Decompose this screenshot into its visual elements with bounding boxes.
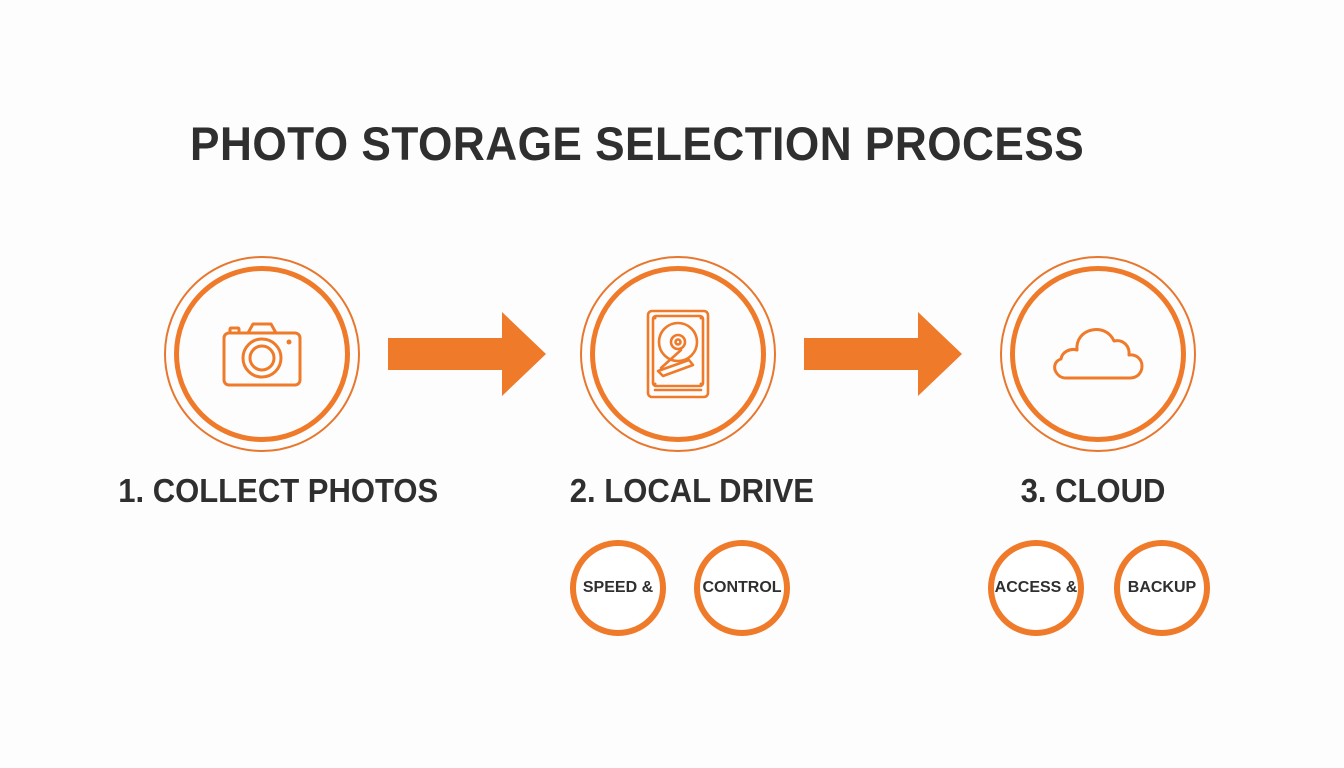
badge-access: ACCESS &: [988, 540, 1084, 636]
step-3-circle: [1000, 256, 1196, 452]
step-1-circle: [164, 256, 360, 452]
diagram-title: PHOTO STORAGE SELECTION PROCESS: [190, 117, 1085, 170]
step-2-label: 2. LOCAL DRIVE: [569, 472, 814, 509]
arrow-right-icon: [804, 312, 962, 401]
arrow-right-icon: [388, 312, 546, 401]
badge-control: CONTROL: [694, 540, 790, 636]
badge-speed: SPEED &: [570, 540, 666, 636]
step-2-circle: [580, 256, 776, 452]
step-1-label: 1. COLLECT PHOTOS: [118, 472, 439, 509]
step-3-label: 3. CLOUD: [1020, 472, 1166, 509]
badge-backup: BACKUP: [1114, 540, 1210, 636]
